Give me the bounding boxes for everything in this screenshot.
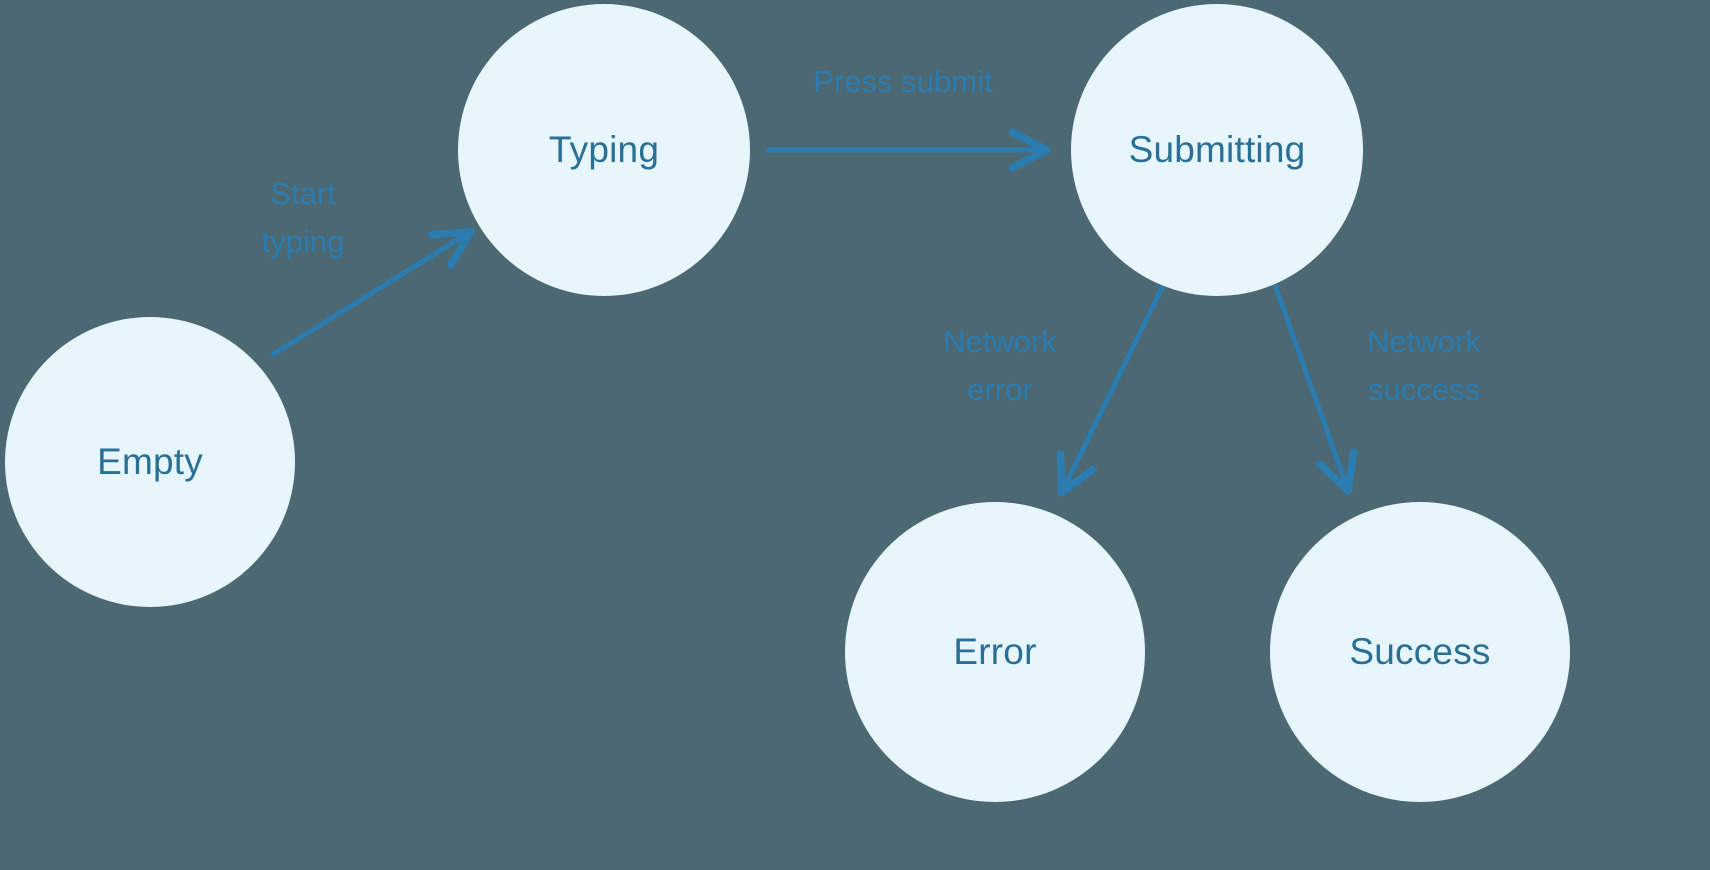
state-node-empty[interactable]: Empty [5,317,295,607]
state-node-empty-label: Empty [97,440,203,482]
state-node-success[interactable]: Success [1270,502,1570,802]
edge-label-start-typing: Start typing [261,176,345,260]
edge-submitting-to-success [1272,284,1348,490]
state-node-error-label: Error [953,630,1037,672]
state-node-typing-label: Typing [548,128,660,170]
edge-empty-to-typing [270,232,470,358]
state-node-error[interactable]: Error [845,502,1145,802]
edge-label-network-error: Network error [943,324,1057,408]
state-node-submitting[interactable]: Submitting [1071,4,1363,296]
edge-label-network-success: Network success [1367,324,1481,408]
edge-submitting-to-error [1062,284,1166,492]
state-node-typing[interactable]: Typing [458,4,750,296]
state-node-success-label: Success [1349,630,1491,672]
state-node-submitting-label: Submitting [1128,128,1306,170]
edge-label-press-submit: Press submit [813,64,993,99]
